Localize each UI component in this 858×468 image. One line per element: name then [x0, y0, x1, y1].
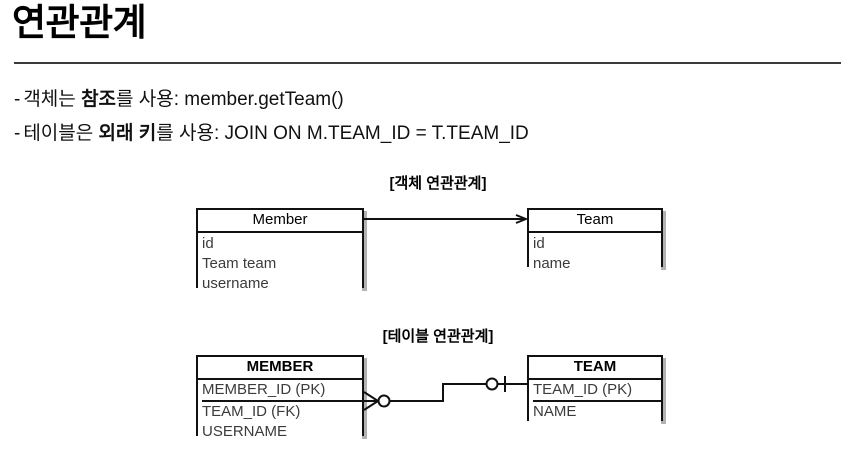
entity-box-team-table: TEAM TEAM_ID (PK) NAME	[527, 355, 663, 424]
table-diagram-label: [테이블 연관관계]	[382, 328, 494, 345]
bullet-text-post: 를 사용: member.getTeam()	[116, 89, 344, 110]
bullet-text-post: 를 사용: JOIN ON M.TEAM_ID = T.TEAM_ID	[156, 123, 529, 144]
bullet-text-strong: 외래 키	[98, 123, 157, 144]
entity-field: username	[202, 275, 269, 292]
entity-field-pk: TEAM_ID (PK)	[533, 380, 661, 402]
entity-header-team-object: Team	[529, 210, 661, 233]
object-diagram-label: [객체 연관관계]	[389, 175, 487, 192]
entity-body-team-object: id name	[529, 233, 661, 276]
entity-header-member-object: Member	[198, 210, 362, 233]
entity-box-team-object: Team id name	[527, 208, 663, 276]
relation-path	[383, 383, 497, 402]
entity-box-member-object: Member id Team team username	[196, 208, 364, 296]
entity-field-pk: MEMBER_ID (PK)	[202, 380, 362, 402]
entity-field: id	[533, 235, 545, 252]
entity-header-team-table: TEAM	[529, 357, 661, 380]
page-title: 연관관계	[12, 2, 147, 43]
entity-body-member-table: MEMBER_ID (PK) TEAM_ID (FK) USERNAME	[198, 380, 362, 444]
bullet-item-table-foreign-key: -테이블은 외래 키를 사용: JOIN ON M.TEAM_ID = T.TE…	[14, 123, 529, 145]
bullet-item-object-reference: -객체는 참조를 사용: member.getTeam()	[14, 89, 344, 111]
bullet-text-pre: 객체는	[23, 89, 82, 110]
entity-field: TEAM_ID (FK)	[202, 403, 301, 420]
entity-body-member-object: id Team team username	[198, 233, 362, 296]
entity-header-member-table: MEMBER	[198, 357, 362, 380]
bullet-text-pre: 테이블은	[23, 123, 99, 144]
bullet-dash: -	[14, 123, 21, 144]
entity-box-member-table: MEMBER MEMBER_ID (PK) TEAM_ID (FK) USERN…	[196, 355, 364, 444]
entity-body-team-table: TEAM_ID (PK) NAME	[529, 380, 661, 424]
entity-field: NAME	[533, 403, 577, 420]
crowsfoot-many-marker	[363, 391, 379, 411]
entity-field: USERNAME	[202, 423, 288, 440]
entity-field: name	[533, 255, 571, 272]
entity-field: id	[202, 235, 214, 252]
optional-zero-circle-member	[377, 394, 391, 408]
bullet-dash: -	[14, 89, 21, 110]
bullet-text-strong: 참조	[81, 89, 117, 110]
entity-field: Team team	[202, 255, 277, 272]
optional-zero-circle-team	[485, 377, 499, 391]
title-divider	[14, 62, 841, 64]
